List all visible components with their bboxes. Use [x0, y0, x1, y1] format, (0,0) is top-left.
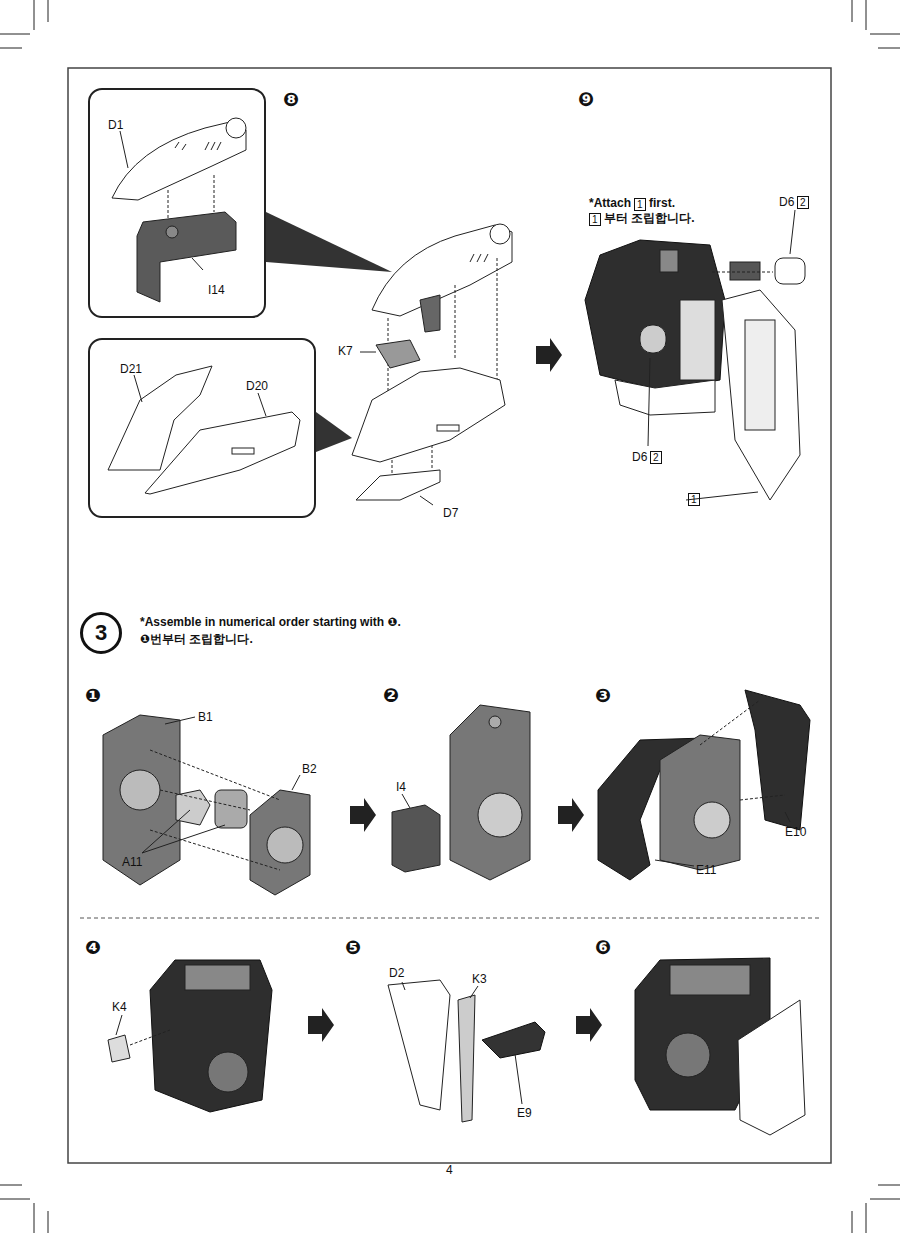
step-number: ❷ [383, 686, 399, 706]
step-number: ❻ [595, 938, 611, 958]
boxed-number: 1 [688, 493, 700, 506]
section-number: 3 [95, 621, 107, 645]
boxed-number: 1 [589, 213, 601, 226]
part-label: B2 [302, 762, 317, 776]
step-number: ❶ [85, 686, 101, 706]
part-label: E9 [517, 1106, 532, 1120]
part-label: B1 [198, 710, 213, 724]
boxed-number: 2 [797, 196, 809, 209]
part-label: 4 [446, 1163, 453, 1177]
step-number: ❺ [345, 938, 361, 958]
part-label: I4 [396, 780, 406, 794]
inset-panel: D1I14 [88, 88, 266, 318]
part-label: K7 [338, 344, 353, 358]
instruction-note: *Attach [589, 196, 631, 210]
instruction-note: 부터 조립합니다. [604, 211, 695, 225]
part-label: D1 [108, 118, 123, 132]
step-number: ❸ [595, 686, 611, 706]
part-label: K4 [112, 1000, 127, 1014]
part-label: D7 [443, 506, 458, 520]
step-number: ❹ [85, 938, 101, 958]
part-label: I14 [208, 283, 225, 297]
step-number: ❾ [578, 90, 594, 110]
part-label: D2 [389, 966, 404, 980]
instruction-note: first. [649, 196, 675, 210]
section-number: 3 [80, 612, 122, 654]
step-number: ❽ [283, 90, 299, 110]
boxed-number: 1 [634, 198, 646, 211]
instruction-note: ❶번부터 조립합니다. [140, 632, 253, 646]
part-label: E11 [696, 863, 716, 877]
part-label: A11 [122, 855, 142, 869]
part-label: D6 [632, 450, 647, 464]
part-label: D21 [120, 362, 142, 376]
part-label: K3 [472, 972, 487, 986]
part-label: D6 [779, 195, 794, 209]
boxed-number: 2 [650, 451, 662, 464]
part-label: E10 [785, 825, 806, 839]
part-label: D20 [246, 379, 268, 393]
inset-panel: D21D20 [88, 338, 316, 518]
instruction-note: *Assemble in numerical order starting wi… [140, 615, 401, 629]
